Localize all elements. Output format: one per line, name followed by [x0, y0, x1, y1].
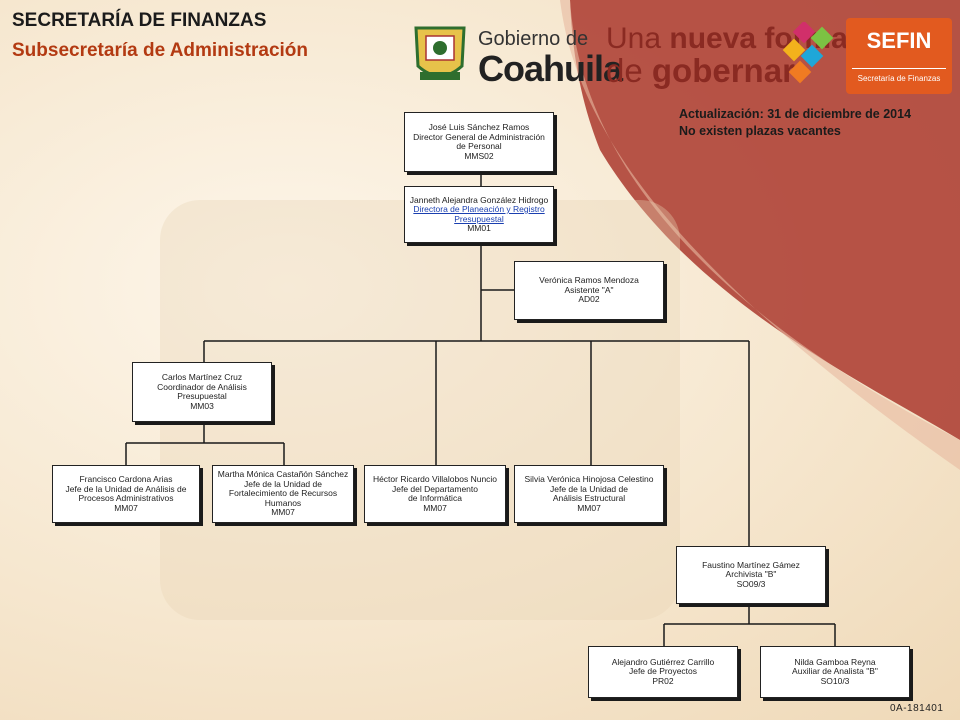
node-name: Francisco Cardona Arias: [79, 474, 173, 484]
node-estructural: Silvia Verónica Hinojosa Celestino Jefe …: [514, 465, 664, 523]
node-position: Asistente "A": [564, 284, 614, 295]
node-name: Alejandro Gutiérrez Carrillo: [611, 656, 715, 667]
node-auxiliar: Nilda Gamboa Reyna Auxiliar de Analista …: [760, 646, 910, 698]
node-asistente: Verónica Ramos Mendoza Asistente "A" AD0…: [514, 261, 664, 320]
node-code: SO10/3: [820, 675, 850, 686]
node-name: Silvia Verónica Hinojosa Celestino: [524, 474, 654, 484]
node-name: Carlos Martínez Cruz: [161, 372, 243, 382]
node-position: Jefe de la Unidad de: [244, 478, 322, 489]
node-archivista: Faustino Martínez Gámez Archivista "B" S…: [676, 546, 826, 604]
gobierno-logo-big: Coahuila: [478, 48, 623, 89]
node-position-cont: Presupuestal: [177, 391, 227, 401]
node-planeacion: Janneth Alejandra González Hidrogo Direc…: [404, 186, 554, 243]
node-proyectos: Alejandro Gutiérrez Carrillo Jefe de Pro…: [588, 646, 738, 698]
node-code: MMS02: [464, 150, 494, 161]
update-date: Actualización: 31 de diciembre de 2014: [679, 107, 912, 121]
node-code: SO09/3: [736, 578, 766, 589]
node-position: Director General de Administración: [413, 131, 545, 142]
node-position: Jefe del Departamento: [392, 483, 478, 494]
node-position-cont2: Humanos: [264, 497, 302, 508]
slogan-gobernar: gobernar: [651, 52, 795, 89]
slogan-de: de: [606, 52, 643, 89]
node-name: Faustino Martínez Gámez: [702, 559, 800, 570]
node-position: Jefe de la Unidad de: [550, 483, 628, 494]
node-name: Verónica Ramos Mendoza: [539, 275, 639, 286]
node-code: MM01: [467, 223, 491, 233]
page-subtitle: Subsecretaría de Administración: [12, 40, 309, 61]
node-position: Jefe de la Unidad de Análisis de: [65, 483, 187, 494]
node-name: Héctor Ricardo Villalobos Nuncio: [372, 474, 498, 484]
node-informatica: Héctor Ricardo Villalobos Nuncio Jefe de…: [364, 465, 506, 523]
node-position: Coordinador de Análisis: [157, 381, 247, 392]
node-position-cont: de Personal: [456, 141, 502, 151]
node-position: Jefe de Proyectos: [628, 666, 698, 677]
node-fortalecimiento: Martha Mónica Castañón Sánchez Jefe de l…: [212, 465, 354, 523]
node-position-cont: Procesos Administrativos: [78, 493, 174, 503]
node-name: Nilda Gamboa Reyna: [794, 656, 876, 667]
node-code: MM07: [271, 507, 295, 518]
document-code: 0A-181401: [890, 703, 944, 714]
node-position: Auxiliar de Analista "B": [792, 666, 878, 677]
node-position-cont: Análisis Estructural: [552, 493, 626, 503]
node-coordinador: Carlos Martínez Cruz Coordinador de Anál…: [132, 362, 272, 422]
node-code: MM07: [423, 502, 447, 513]
node-name: José Luis Sánchez Ramos: [428, 122, 530, 132]
node-procesos: Francisco Cardona Arias Jefe de la Unida…: [52, 465, 200, 523]
slogan-line-2: de gobernar: [606, 52, 795, 90]
node-name: Martha Mónica Castañón Sánchez: [217, 469, 349, 480]
page-title: SECRETARÍA DE FINANZAS: [12, 10, 267, 31]
node-position-link-cont[interactable]: Presupuestal: [454, 213, 504, 224]
node-position-cont: de Informática: [408, 493, 462, 503]
node-name: Janneth Alejandra González Hidrogo: [409, 194, 549, 205]
sefin-logo: SEFIN Secretaría de Finanzas: [846, 18, 952, 94]
node-position: Archivista "B": [725, 569, 777, 580]
vacancy-note: No existen plazas vacantes: [679, 124, 841, 138]
gobierno-logo-small: Gobierno de: [478, 28, 589, 50]
node-position-cont: Fortalecimiento de Recursos: [228, 488, 338, 499]
sefin-title: SEFIN: [866, 28, 932, 53]
coahuila-coat-of-arms-icon: [414, 26, 466, 80]
colored-diamonds-icon: [782, 22, 834, 84]
update-note: Actualización: 31 de diciembre de 2014 N…: [679, 106, 911, 140]
node-code: AD02: [578, 294, 600, 305]
node-code: MM07: [577, 502, 601, 513]
node-position-link[interactable]: Directora de Planeación y Registro: [413, 204, 545, 214]
node-code: PR02: [652, 675, 674, 686]
node-code: MM07: [114, 502, 138, 513]
sefin-divider: [852, 68, 946, 69]
node-code: MM03: [190, 400, 214, 411]
sefin-subtitle: Secretaría de Finanzas: [857, 74, 941, 83]
slogan-una: Una: [606, 22, 662, 55]
node-director: José Luis Sánchez Ramos Director General…: [404, 112, 554, 172]
